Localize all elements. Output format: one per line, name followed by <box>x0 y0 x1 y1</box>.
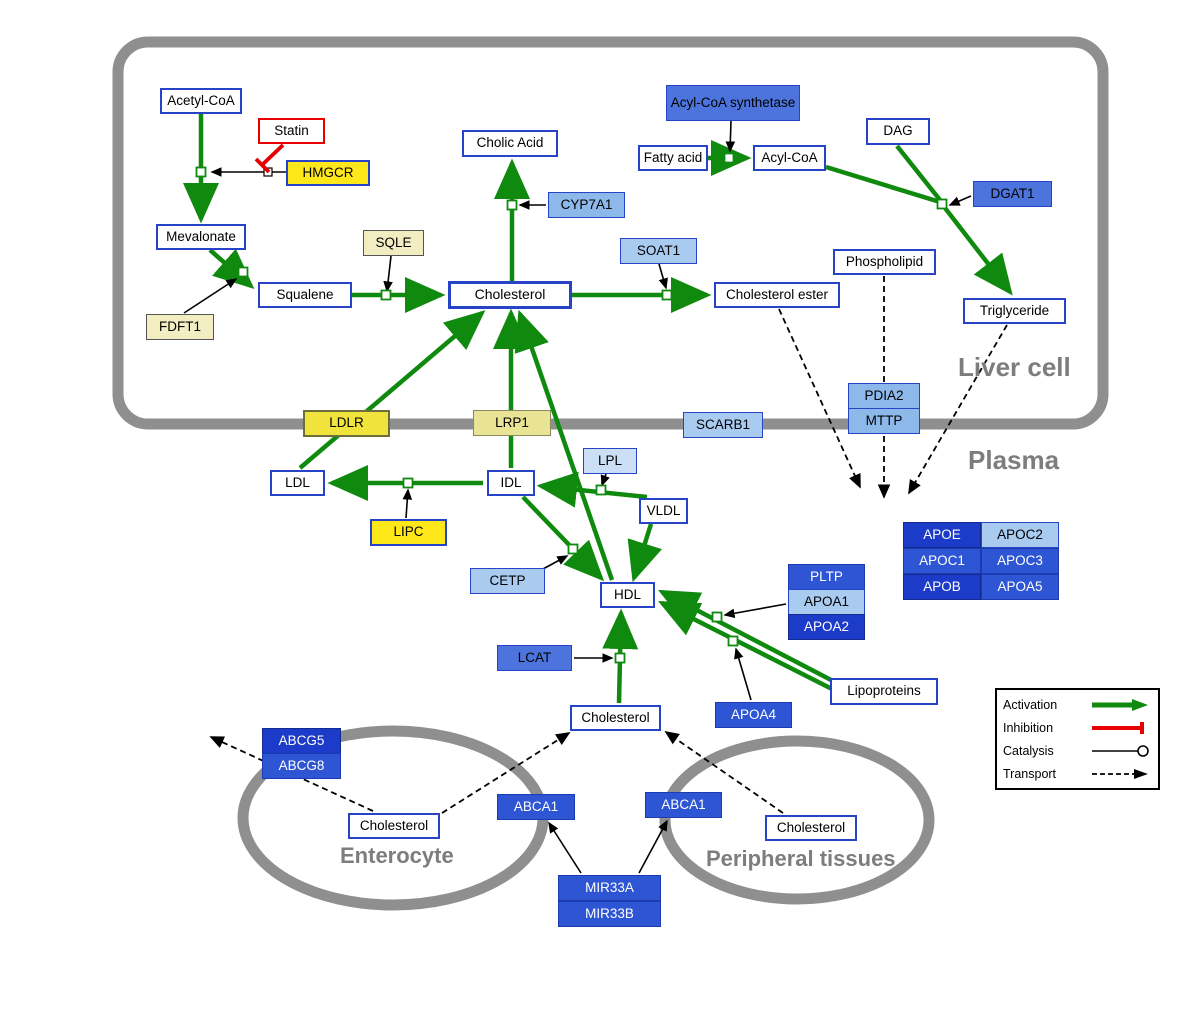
node-pltp[interactable]: PLTP <box>788 564 865 590</box>
node-triglyceride[interactable]: Triglyceride <box>963 298 1066 324</box>
activation-edges <box>183 114 1013 704</box>
node-apoc1[interactable]: APOC1 <box>903 548 981 574</box>
node-cholesterol-plasma[interactable]: Cholesterol <box>570 705 661 731</box>
enterocyte-label: Enterocyte <box>340 843 454 868</box>
node-vldl[interactable]: VLDL <box>639 498 688 524</box>
node-mir33b[interactable]: MIR33B <box>558 901 661 927</box>
node-dgat1[interactable]: DGAT1 <box>973 181 1052 207</box>
node-fatty-acid[interactable]: Fatty acid <box>638 145 708 171</box>
node-squalene[interactable]: Squalene <box>258 282 352 308</box>
node-apoc3[interactable]: APOC3 <box>981 548 1059 574</box>
legend-row-catalysis: Catalysis <box>1003 743 1152 759</box>
node-lrp1[interactable]: LRP1 <box>473 410 551 436</box>
inhibition-tbar-icon <box>1092 721 1144 734</box>
node-mir33a[interactable]: MIR33A <box>558 875 661 901</box>
node-apoa4[interactable]: APOA4 <box>715 702 792 728</box>
legend: Activation Inhibition Catalysis Transpor… <box>995 688 1160 790</box>
legend-catalysis-label: Catalysis <box>1003 743 1054 758</box>
node-mevalonate[interactable]: Mevalonate <box>156 224 246 250</box>
node-abca1-enterocyte[interactable]: ABCA1 <box>497 794 575 820</box>
node-phospholipid[interactable]: Phospholipid <box>833 249 936 275</box>
node-apoe[interactable]: APOE <box>903 522 981 548</box>
node-hdl[interactable]: HDL <box>600 582 655 608</box>
legend-row-inhibition: Inhibition <box>1003 720 1152 736</box>
node-acyl-coa2[interactable]: Acyl-CoA <box>753 145 826 171</box>
legend-row-transport: Transport <box>1003 766 1152 782</box>
legend-activation-label: Activation <box>1003 697 1058 712</box>
node-lpl[interactable]: LPL <box>583 448 637 474</box>
node-idl[interactable]: IDL <box>487 470 535 496</box>
node-apoa2[interactable]: APOA2 <box>788 614 865 640</box>
legend-row-activation: Activation <box>1003 697 1152 713</box>
plasma-label: Plasma <box>968 445 1060 475</box>
node-apoa1[interactable]: APOA1 <box>788 589 865 615</box>
node-sqle[interactable]: SQLE <box>363 230 424 256</box>
activation-arrow-icon <box>1092 698 1148 711</box>
liver-cell-membrane <box>112 36 1109 430</box>
node-mttp[interactable]: MTTP <box>848 408 920 434</box>
node-hmgcr[interactable]: HMGCR <box>286 160 370 186</box>
inhibition-edge <box>254 143 285 174</box>
catalysis-circle-icon <box>1092 744 1149 757</box>
reaction-node-squares <box>195 152 948 664</box>
node-fdft1[interactable]: FDFT1 <box>146 314 214 340</box>
node-lcat[interactable]: LCAT <box>497 645 572 671</box>
legend-inhibition-label: Inhibition <box>1003 720 1054 735</box>
node-apob[interactable]: APOB <box>903 574 981 600</box>
catalysis-edges <box>183 120 972 874</box>
node-cetp[interactable]: CETP <box>470 568 545 594</box>
node-statin[interactable]: Statin <box>258 118 325 144</box>
node-abca1-peripheral[interactable]: ABCA1 <box>645 792 722 818</box>
node-lipc[interactable]: LIPC <box>370 519 447 546</box>
node-abcg8[interactable]: ABCG8 <box>262 753 341 779</box>
node-soat1[interactable]: SOAT1 <box>620 238 697 264</box>
node-cholesterol-ester[interactable]: Cholesterol ester <box>714 282 840 308</box>
node-cholesterol-liver[interactable]: Cholesterol <box>448 281 572 309</box>
node-scarb1[interactable]: SCARB1 <box>683 412 763 438</box>
transport-dashed-arrow-icon <box>1092 768 1148 779</box>
node-pdia2[interactable]: PDIA2 <box>848 383 920 409</box>
liver-cell-label: Liver cell <box>958 352 1071 382</box>
node-cholesterol-enterocyte[interactable]: Cholesterol <box>348 813 440 839</box>
node-cholesterol-peripheral[interactable]: Cholesterol <box>765 815 857 841</box>
node-acyl-coa-synthetase[interactable]: Acyl-CoA synthetase <box>666 85 800 121</box>
peripheral-tissues-label: Peripheral tissues <box>706 846 896 871</box>
node-ldlr[interactable]: LDLR <box>303 410 390 437</box>
node-acetyl-coa[interactable]: Acetyl-CoA <box>160 88 242 114</box>
node-abcg5[interactable]: ABCG5 <box>262 728 341 754</box>
node-apoc2[interactable]: APOC2 <box>981 522 1059 548</box>
node-ldl[interactable]: LDL <box>270 470 325 496</box>
node-dag[interactable]: DAG <box>866 118 930 145</box>
node-cyp7a1[interactable]: CYP7A1 <box>548 192 625 218</box>
node-apoa5[interactable]: APOA5 <box>981 574 1059 600</box>
legend-transport-label: Transport <box>1003 766 1057 781</box>
node-lipoproteins[interactable]: Lipoproteins <box>830 678 938 705</box>
node-cholic-acid[interactable]: Cholic Acid <box>462 130 558 157</box>
